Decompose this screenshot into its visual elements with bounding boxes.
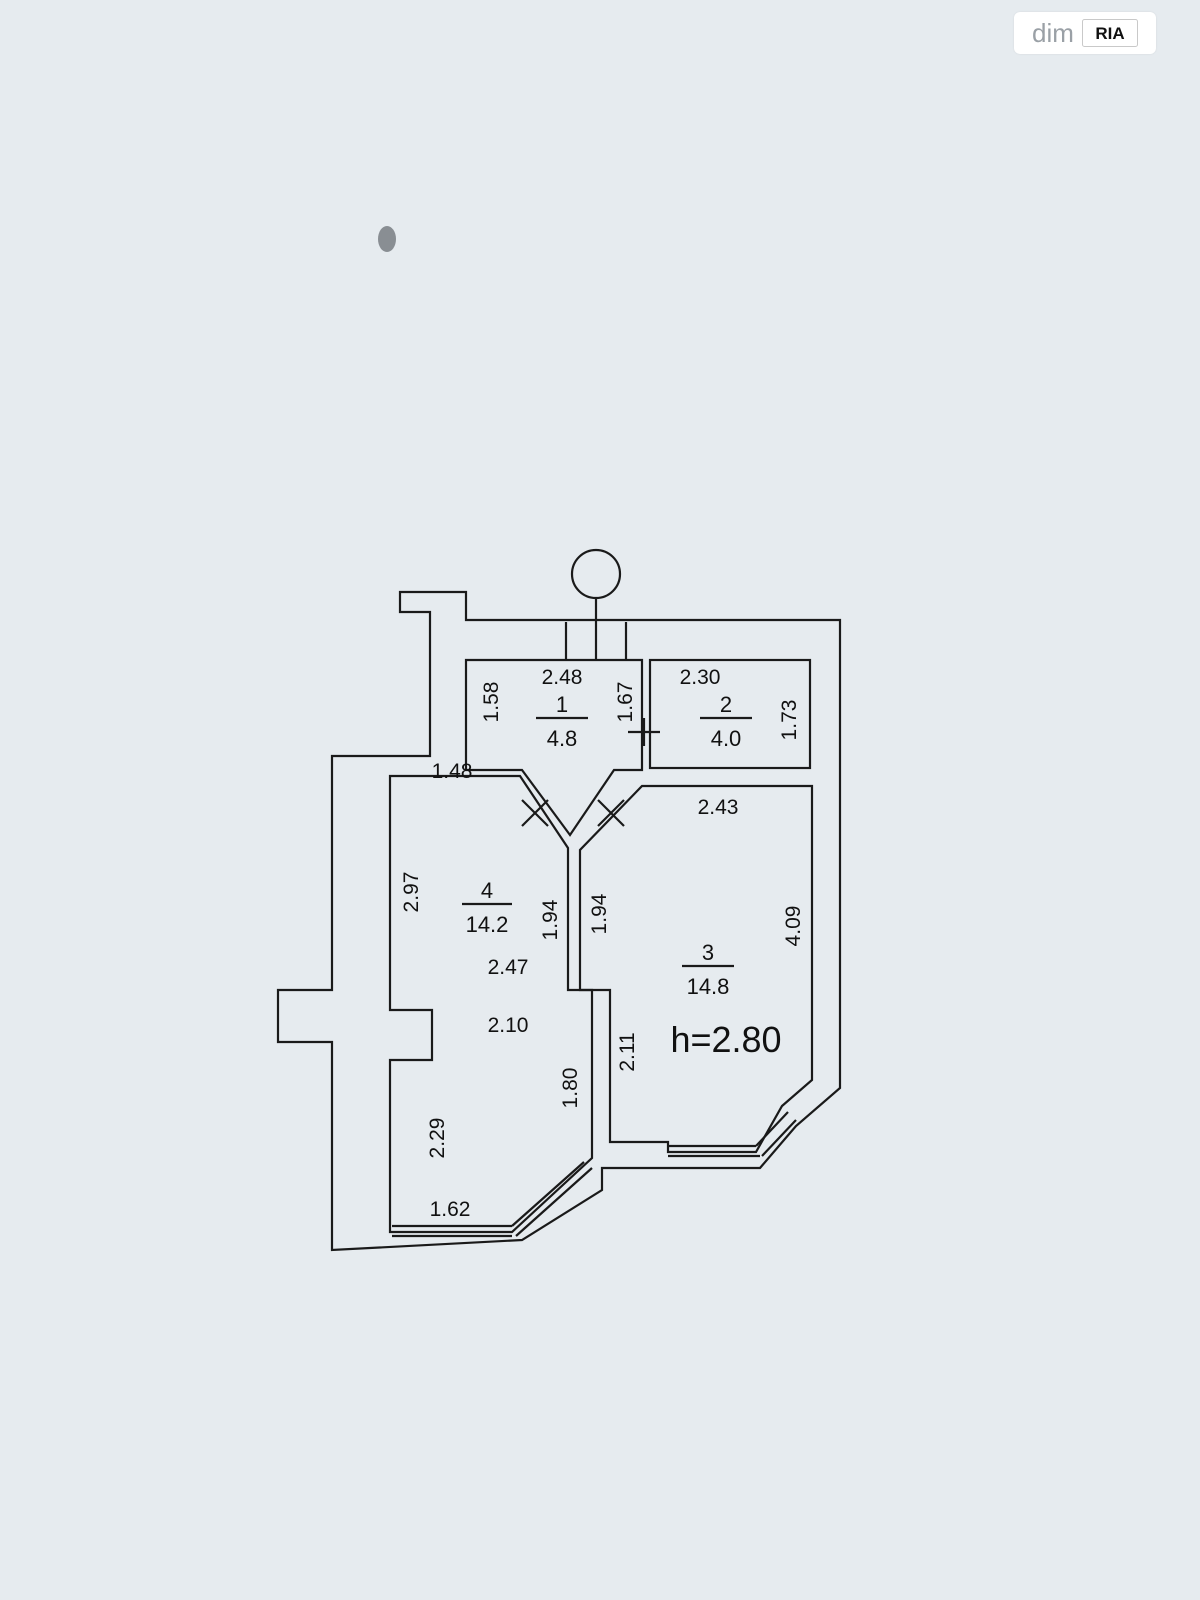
- outer-wall-outline: [276, 590, 842, 1252]
- dim-r3-lower-left: 2.11: [616, 1032, 639, 1071]
- room-4-number: 4: [481, 878, 493, 903]
- dim-r4-mid: 2.47: [488, 956, 529, 979]
- room-1-number: 1: [556, 692, 568, 717]
- room-3-area: 14.8: [687, 974, 730, 999]
- dim-r4-lower-right: 1.80: [559, 1068, 582, 1109]
- dim-r4-right: 1.94: [539, 899, 562, 940]
- dim-r4-lower-left: 2.29: [426, 1118, 449, 1159]
- room-1-area: 4.8: [547, 726, 578, 751]
- room-2-outline: [648, 658, 812, 770]
- watermark-brand-text: dim: [1032, 17, 1074, 48]
- room-3-outline: [578, 784, 814, 1154]
- room-2-area: 4.0: [711, 726, 742, 751]
- dim-r3-right: 4.09: [782, 906, 805, 947]
- dim-r4-top: 1.48: [432, 760, 473, 783]
- scan-smudge: [378, 226, 396, 252]
- ria-logo-icon: RIA: [1081, 19, 1138, 47]
- room-4-outline: [388, 774, 594, 1234]
- dim-r4-left: 2.97: [400, 872, 423, 913]
- watermark-badge: dim RIA: [1014, 12, 1156, 54]
- dim-r1-left: 1.58: [480, 682, 503, 723]
- watermark-logo-text: RIA: [1095, 24, 1124, 43]
- room-2-number: 2: [720, 692, 732, 717]
- dim-r1-right: 1.67: [614, 682, 637, 723]
- room-4-area: 14.2: [466, 912, 509, 937]
- room-1-outline: [464, 658, 644, 837]
- dim-r2-right: 1.73: [778, 700, 801, 741]
- dim-r3-top: 2.43: [698, 796, 739, 819]
- dim-r4-bottom: 1.62: [430, 1198, 471, 1221]
- dim-r4-mid2: 2.10: [488, 1014, 529, 1037]
- dim-r1-top: 2.48: [542, 666, 583, 689]
- dim-r2-top: 2.30: [680, 666, 721, 689]
- room-3-number: 3: [702, 940, 714, 965]
- ceiling-height-label: h=2.80: [670, 1019, 781, 1060]
- riser-circle-icon: [570, 548, 622, 600]
- dim-r3-left: 1.94: [588, 893, 611, 934]
